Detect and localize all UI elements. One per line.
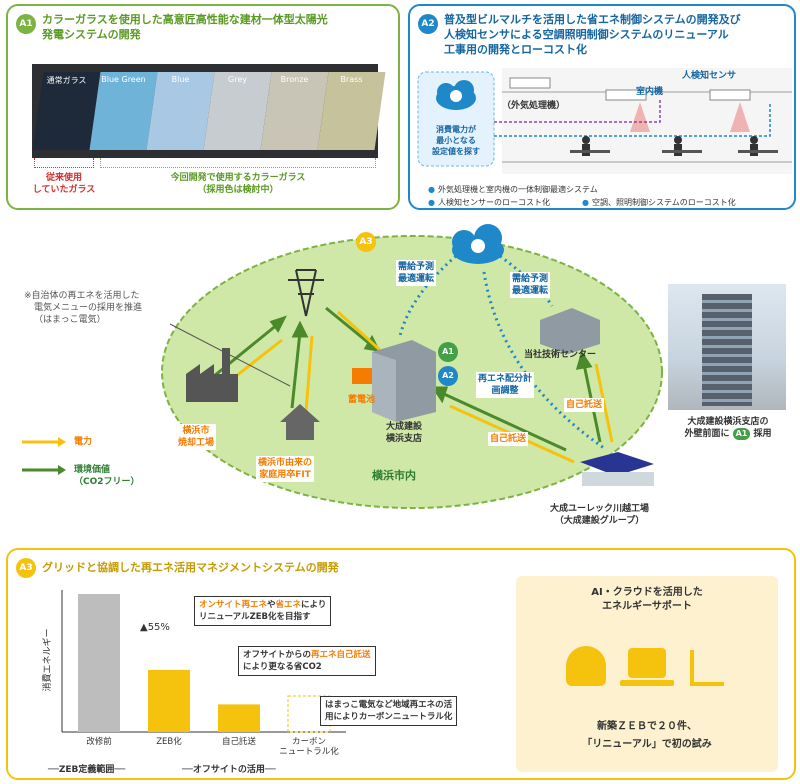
bracket-right (100, 158, 376, 168)
label-demand-right: 需給予測 最適運転 (510, 272, 551, 298)
bullet-1: 外気処理機と室内機の一体制御最適システム (428, 184, 598, 195)
computer-icon (628, 648, 666, 678)
hvac-system-diagram (417, 68, 792, 174)
photo-caption: 大成建設横浜支店の 外壁前面に A1 採用 (684, 417, 772, 440)
power-tower-icon (288, 269, 324, 317)
glass-label: Blue (171, 75, 190, 84)
factory-icon (186, 348, 238, 402)
note-conventional-glass: 従来使用 していたガラス (32, 173, 96, 195)
box-zeb: オンサイト再エネや省エネにより リニューアルZEB化を目指す (194, 596, 332, 626)
bar-label-2: 自己託送 (222, 736, 257, 747)
bar-label-3: カーボン (292, 737, 326, 747)
badge-a1-caption: A1 (732, 428, 751, 440)
cloud-icon (452, 224, 504, 264)
label-branch: 大成建設 横浜支店 (386, 422, 423, 444)
y-axis-label: 消費エネルギー (41, 628, 53, 691)
glass-label: 通常ガラス (46, 76, 87, 85)
legend-power: 電力 (74, 437, 93, 447)
label-demand-left: 需給予測 最適運転 (396, 260, 437, 286)
energy-bar-chart: 消費エネルギー 改修前 ZEB化 自己託送 カーボンニュートラル化 ▲55% (41, 590, 346, 757)
badge-a2-map (438, 366, 458, 386)
label-battery: 蓄電池 (348, 395, 376, 405)
panel-a2-title: 普及型ビルマルチを活用した省エネ制御システムの開発及び 人検知センサによる空調照… (444, 13, 741, 56)
bracket-left (34, 158, 94, 168)
bar-chart-icon (690, 650, 724, 686)
panel-a3-bottom: A3 グリッドと協調した再エネ活用マネジメントシステムの開発 消費エネルギー 改… (6, 548, 796, 780)
bullet-2: 人検知センサーのローコスト化 (428, 197, 550, 208)
label-outdoor-unit: （外気処理機） (502, 101, 566, 111)
label-tech-center: 当社技術センター (524, 350, 597, 360)
bar-label-0: 改修前 (86, 736, 112, 747)
battery-icon (352, 368, 372, 384)
photo-building (702, 294, 752, 406)
factory-solar-icon (580, 452, 654, 486)
panel-a1: A1 カラーガラスを使用した高意匠高性能な建材一体型太陽光 発電システムの開発 … (6, 4, 400, 210)
label-city: 横浜市内 (372, 469, 416, 482)
legend-env-value: 環境価値 （CO2フリー） (74, 465, 140, 487)
bar-0 (78, 594, 120, 732)
label-indoor-unit: 室内機 (636, 87, 664, 97)
cloud-icon (436, 80, 476, 110)
bar-1 (148, 669, 190, 732)
cloud-description: 消費電力が 最小となる 設定値を探す (432, 125, 480, 156)
glass-label: Blue Green (101, 75, 146, 84)
scope-offsite: ──オフサイトの活用── (182, 765, 276, 775)
bar-label-1: ZEB化 (156, 736, 182, 747)
badge-a2: A2 (418, 14, 438, 34)
bar-label-3: ニュートラル化 (279, 746, 339, 757)
tech-center-icon (540, 308, 600, 354)
panel-a3-title: グリッドと協調した再エネ活用マネジメントシステムの開発 (42, 561, 339, 574)
badge-a1: A1 (16, 14, 36, 34)
badge-a3-map: A3 (356, 232, 376, 252)
label-sensor: 人検知センサ (682, 71, 737, 81)
reduction-label: ▲55% (140, 622, 170, 633)
label-badge-a1: A1 (442, 347, 454, 356)
glass-label: Grey (228, 75, 247, 84)
label-self-transfer-1: 自己託送 (488, 432, 529, 446)
ai-title: AI・クラウドを活用した エネルギーサポート (591, 587, 703, 612)
note-color-glass: 今回開発で使用するカラーガラス （採用色は検討中） (170, 173, 306, 195)
panel-a2: A2 普及型ビルマルチを活用した省エネ制御システムの開発及び 人検知センサによる… (408, 4, 796, 210)
label-badge-a2: A2 (442, 371, 454, 380)
badge-a1-map (438, 342, 458, 362)
bullet-3: 空調、照明制御システムのローコスト化 (582, 197, 736, 208)
bar-2 (218, 704, 260, 732)
label-factory: 大成ユーレック川越工場 （大成建設グループ） (550, 504, 650, 526)
note-hamakko: ※自治体の再エネを活用した 電気メニューの採用を推進 （はまっこ電気） (24, 291, 143, 325)
badge-a3: A3 (16, 558, 36, 578)
branch-photo (668, 284, 786, 410)
label-incinerator: 横浜市 焼却工場 (176, 424, 217, 450)
label-household-fit: 横浜市由来の 家庭用卒FIT (256, 456, 315, 482)
ai-description: 新築ＺＥＢで２０件、 「リニューアル」で初の試み (582, 721, 712, 750)
label-self-transfer-2: 自己託送 (564, 398, 605, 412)
glass-label: Bronze (280, 75, 309, 84)
label-renewable-plan: 再エネ配分計 画調整 (476, 372, 535, 398)
panel-a1-title: カラーガラスを使用した高意匠高性能な建材一体型太陽光 発電システムの開発 (42, 13, 328, 41)
box-self-transfer: オフサイトからの再エネ自己託送 により更なる省CO2 (238, 646, 376, 676)
glass-label: Brass (340, 75, 363, 84)
house-icon (280, 404, 320, 440)
computer-base-icon (620, 680, 674, 686)
box-carbon-neutral: はまっこ電気など地域再エネの活 用によりカーボンニュートラル化 (320, 696, 458, 726)
ai-support-box: AI・クラウドを活用した エネルギーサポート 新築ＺＥＢで２０件、 「リニューア… (516, 576, 778, 772)
brain-icon (566, 646, 606, 686)
branch-building-icon (372, 340, 436, 422)
scope-zeb: ──ZEB定義範囲── (48, 765, 126, 775)
